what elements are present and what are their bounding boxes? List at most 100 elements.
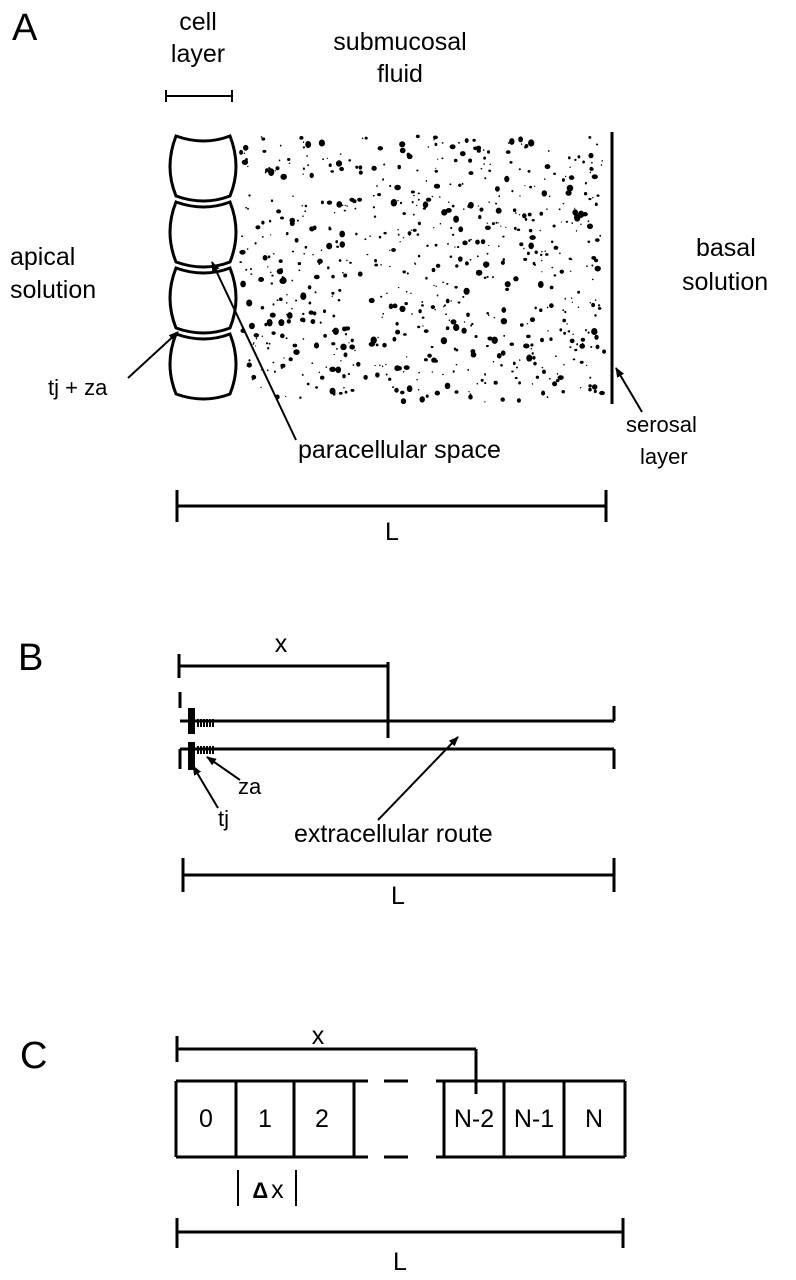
fluid-particle	[553, 245, 559, 250]
fluid-particle	[441, 157, 444, 160]
fluid-particle	[406, 385, 413, 393]
fluid-particle	[546, 396, 549, 399]
fluid-particle	[346, 259, 348, 262]
fluid-particle	[530, 343, 534, 347]
fluid-particle	[445, 326, 450, 331]
fluid-particle	[520, 143, 523, 145]
zonula-adherens-lower	[197, 746, 214, 754]
fluid-particle	[453, 347, 457, 351]
fluid-particle	[450, 300, 452, 302]
fluid-particle	[480, 378, 484, 382]
fluid-particle	[245, 206, 248, 209]
fluid-particle	[600, 164, 603, 166]
fluid-particle	[272, 253, 275, 255]
fluid-particle	[565, 220, 569, 223]
fluid-particle	[278, 159, 281, 162]
fluid-particle	[454, 246, 456, 248]
fluid-particle	[583, 192, 588, 196]
fluid-particle	[303, 252, 305, 255]
fluid-particle	[591, 255, 597, 260]
fluid-particle	[330, 170, 334, 173]
fluid-particle	[476, 255, 479, 258]
fluid-particle	[453, 215, 460, 223]
fluid-particle	[305, 141, 312, 148]
fluid-particle	[473, 146, 478, 151]
fluid-particle	[412, 228, 417, 232]
fluid-particle	[331, 295, 334, 297]
compartment-label-1: 1	[258, 1105, 272, 1133]
fluid-particle	[579, 387, 582, 389]
fluid-particle	[286, 313, 288, 316]
fluid-particle	[331, 291, 335, 295]
fluid-particle	[341, 272, 344, 274]
fluid-particle	[425, 276, 428, 280]
compartment-label-0: 0	[199, 1105, 213, 1133]
fluid-particle	[519, 242, 524, 247]
fluid-particle	[552, 224, 556, 228]
fluid-particle	[483, 163, 486, 165]
length-scale-bar-a	[175, 490, 608, 522]
fluid-particle	[454, 390, 459, 394]
fluid-particle	[444, 382, 451, 390]
fluid-particle	[304, 204, 308, 208]
fluid-particle	[542, 390, 544, 392]
fluid-particle	[527, 212, 532, 217]
fluid-particle	[469, 258, 472, 261]
length-label-c: L	[393, 1248, 407, 1276]
fluid-particle	[467, 368, 470, 371]
fluid-particle	[416, 378, 418, 381]
fluid-particle	[280, 173, 287, 180]
fluid-particle	[596, 194, 600, 197]
channel-wall-lower	[178, 747, 616, 769]
fluid-particle	[569, 346, 572, 349]
fluid-particle	[455, 364, 458, 366]
fluid-particle	[509, 161, 513, 164]
fluid-particle	[571, 301, 574, 303]
fluid-particle	[403, 365, 410, 370]
fluid-particle	[562, 309, 565, 312]
fluid-particle	[591, 384, 598, 390]
fluid-particle	[501, 307, 507, 313]
fluid-particle	[532, 355, 536, 360]
fluid-particle	[577, 210, 585, 218]
fluid-particle	[325, 366, 328, 369]
fluid-particle	[507, 142, 510, 144]
fluid-particle	[567, 156, 571, 160]
fluid-particle	[326, 200, 333, 205]
fluid-particle	[526, 251, 530, 256]
fluid-particle	[562, 202, 565, 205]
fluid-particle	[390, 198, 398, 207]
fluid-particle	[241, 235, 244, 238]
fluid-particle	[480, 167, 483, 170]
fluid-particle	[355, 232, 358, 236]
fluid-particle	[526, 323, 529, 325]
fluid-particle	[569, 166, 571, 168]
fluid-particle	[516, 366, 518, 369]
fluid-particle	[458, 142, 460, 144]
fluid-particle	[514, 212, 517, 214]
fluid-particle	[493, 380, 498, 385]
fluid-particle	[275, 166, 280, 171]
fluid-particle	[400, 398, 407, 405]
fluid-particle	[383, 231, 387, 235]
fluid-particle	[323, 334, 327, 338]
fluid-particle	[391, 248, 396, 252]
fluid-particle	[435, 167, 437, 169]
x-distance-bar-c	[175, 1036, 478, 1094]
fluid-particle	[344, 333, 348, 336]
fluid-particle	[246, 248, 249, 250]
fluid-particle	[381, 316, 383, 318]
fluid-particle	[581, 342, 584, 345]
fluid-particle	[248, 322, 255, 330]
fluid-particle	[411, 201, 414, 204]
fluid-particle	[565, 190, 572, 196]
fluid-particle	[319, 375, 325, 380]
fluid-particle	[265, 342, 269, 345]
fluid-particle	[434, 308, 436, 311]
fluid-particle	[511, 370, 514, 373]
fluid-particle	[468, 171, 474, 176]
tj-za-label: tj + za	[48, 375, 108, 400]
fluid-particle	[505, 226, 507, 228]
fluid-particle	[453, 158, 458, 163]
fluid-particle	[320, 200, 324, 205]
